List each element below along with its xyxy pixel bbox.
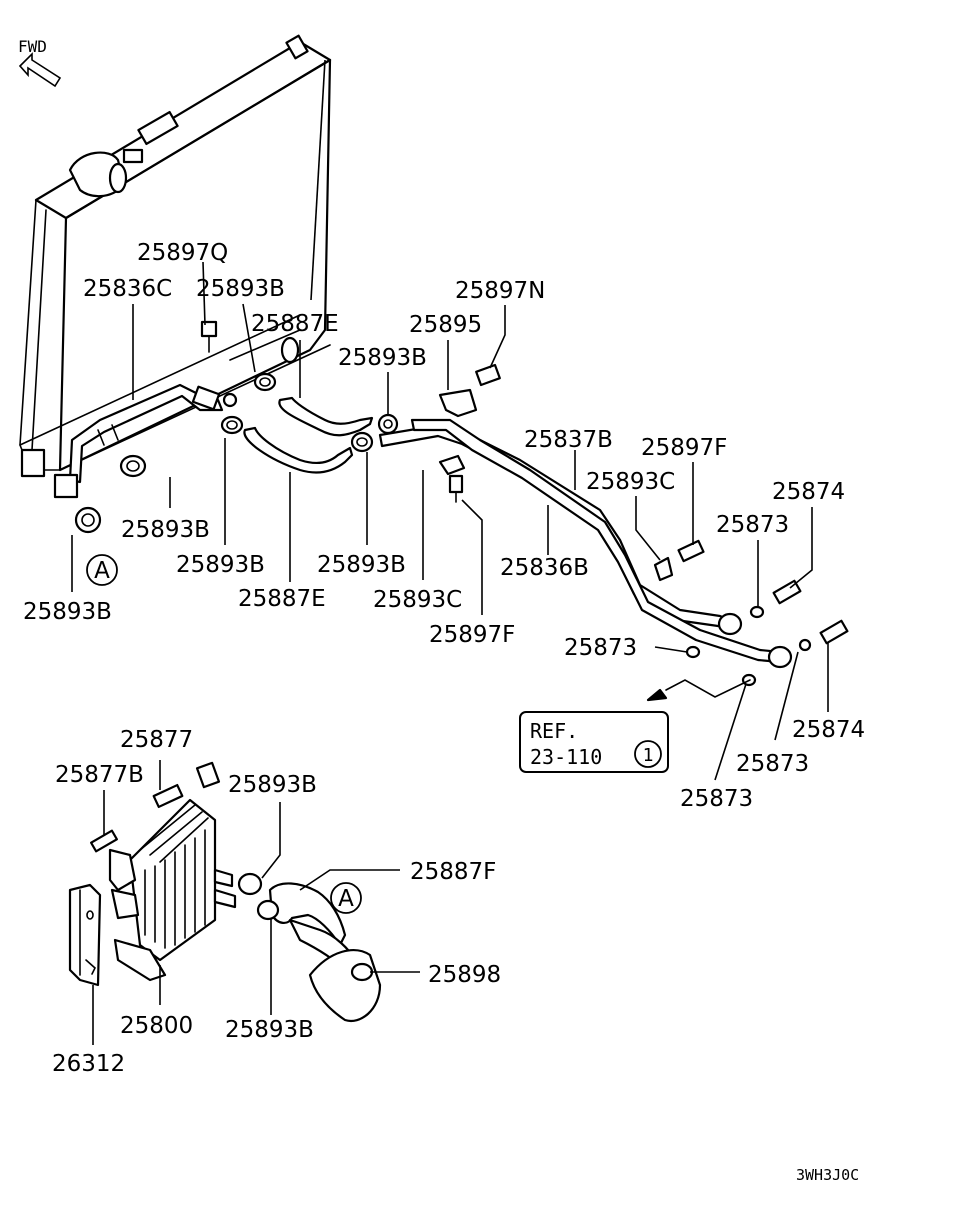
connector-a-lower: A [330, 882, 362, 914]
bolt-25897n [475, 363, 501, 387]
label-25874-b: 25874 [792, 717, 865, 743]
pipe-25836c [53, 383, 238, 499]
hose-25887e-upper [278, 396, 374, 437]
clamp-3 [377, 413, 399, 435]
clip-25893c [438, 454, 466, 476]
label-25893b-a: 25893B [196, 276, 285, 302]
radiator [19, 34, 332, 478]
label-25887e-a: 25887E [251, 311, 339, 337]
svg-text:A: A [338, 886, 354, 912]
label-25895: 25895 [409, 312, 482, 338]
label-25836b: 25836B [500, 555, 589, 581]
fwd-arrow-icon [18, 52, 62, 88]
label-25887e-b: 25887E [238, 586, 326, 612]
oil-cooler-25800 [108, 761, 237, 982]
label-26312: 26312 [52, 1051, 125, 1077]
label-25893b-g: 25893B [228, 772, 317, 798]
pipe-assembly-25837b-25836b [378, 418, 793, 669]
diagram-code: 3WH3J0C [796, 1166, 859, 1184]
label-25873-d: 25873 [680, 786, 753, 812]
bolt-25877b [90, 829, 118, 853]
label-25893c-a: 25893C [586, 469, 675, 495]
label-25873-a: 25873 [716, 512, 789, 538]
label-25897f-a: 25897F [641, 435, 727, 461]
label-25836c: 25836C [83, 276, 172, 302]
label-25893b-d: 25893B [176, 552, 265, 578]
label-25800: 25800 [120, 1013, 193, 1039]
clip-25893c-right [653, 556, 674, 582]
clamp-25898 [350, 962, 374, 982]
label-25877b: 25877B [55, 762, 144, 788]
label-25873-b: 25873 [564, 635, 637, 661]
label-25893b-c: 25893B [121, 517, 210, 543]
fwd-indicator: FWD [18, 37, 62, 88]
ref-line1: REF. [530, 719, 578, 743]
label-25837b: 25837B [524, 427, 613, 453]
label-25887f: 25887F [410, 859, 496, 885]
label-25893b-e: 25893B [317, 552, 406, 578]
svg-text:A: A [94, 558, 110, 584]
label-25893b-f: 25893B [23, 599, 112, 625]
hose-25887e-lower [243, 426, 354, 474]
label-25897q: 25897Q [137, 240, 228, 266]
label-25893b-h: 25893B [225, 1017, 314, 1043]
label-25874-a: 25874 [772, 479, 845, 505]
connector-a-upper: A [86, 554, 118, 586]
clamp-5 [119, 454, 147, 478]
bolt-25897f [448, 474, 464, 503]
label-25893b-b: 25893B [338, 345, 427, 371]
label-25873-c: 25873 [736, 751, 809, 777]
ref-line2: 23-110 [530, 745, 602, 769]
label-25898: 25898 [428, 962, 501, 988]
bolt-25874-upper [772, 579, 802, 605]
clamp-2 [220, 415, 244, 435]
label-25897n: 25897N [455, 278, 545, 304]
fwd-text: FWD [18, 37, 47, 56]
bolt-25877 [152, 783, 184, 809]
clamp-1 [253, 372, 277, 392]
leader-lines [71, 59, 829, 1045]
part-labels: 25897Q 25836C 25893B 25887E 25893B 25897… [23, 240, 865, 1077]
ref-box: REF. 23-110 1 [519, 711, 669, 773]
bolt-25874-lower [819, 619, 849, 645]
bolt-25897q [200, 320, 218, 353]
label-25897f-b: 25897F [429, 622, 515, 648]
bracket-25895 [438, 388, 478, 418]
ref-circle-number: 1 [643, 745, 654, 766]
label-25893c-b: 25893C [373, 587, 462, 613]
shield-26312 [68, 883, 102, 987]
clamps-group [74, 372, 399, 534]
clamp-6 [74, 506, 102, 534]
label-25877: 25877 [120, 727, 193, 753]
ref-arrow [646, 679, 751, 702]
bolt-25897f-right [677, 539, 705, 563]
clamp-4 [350, 431, 374, 453]
